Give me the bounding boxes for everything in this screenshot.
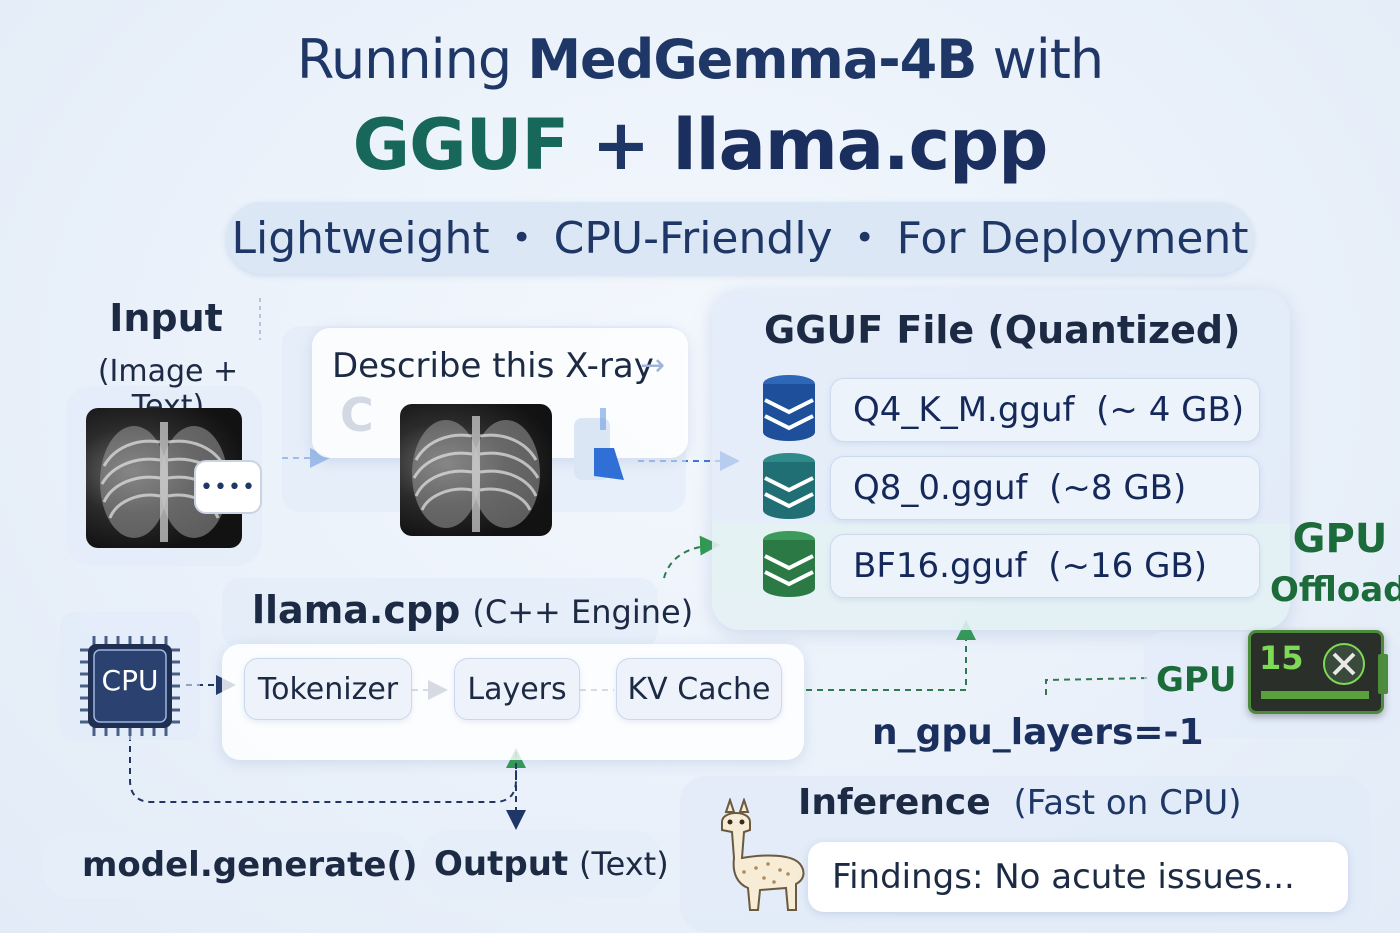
gpu-card-text: 15 <box>1259 639 1304 677</box>
database-icon <box>763 453 815 519</box>
tagline-separator: • <box>854 218 875 258</box>
gpu-fan-icon <box>1323 643 1365 685</box>
generate-label: model.generate() <box>82 845 418 885</box>
output-label-light: (Text) <box>578 845 669 883</box>
inference-result: Findings: No acute issues... <box>808 842 1348 912</box>
n-gpu-layers-label: n_gpu_layers=-1 <box>872 712 1204 753</box>
layers-stage[interactable]: Layers <box>454 658 580 720</box>
chat-bubble-icon: •••• <box>194 460 262 514</box>
file-size: (~8 GB) <box>1049 468 1187 508</box>
engine-title-bold: llama.cpp <box>252 588 461 632</box>
engine-title-panel <box>222 578 658 648</box>
gguf-panel-title: GGUF File (Quantized) <box>764 308 1241 352</box>
tagline-item: For Deployment <box>896 212 1249 264</box>
gguf-file-bf16[interactable]: BF16.gguf (~16 GB) <box>830 534 1260 598</box>
gpu-card-icon: 15 <box>1248 630 1384 714</box>
title-prefix: Running <box>296 28 528 91</box>
title-line-1: Running MedGemma-4B with <box>0 28 1400 91</box>
tagline-item: CPU-Friendly <box>553 212 833 264</box>
engine-title: llama.cpp (C++ Engine) <box>252 588 693 632</box>
gpu-offload-line1: GPU <box>1292 516 1388 562</box>
gpu-bracket <box>1378 654 1388 694</box>
bubble-dots: •••• <box>200 474 256 500</box>
cursor-icon <box>574 408 624 480</box>
cpu-label: CPU <box>101 664 159 697</box>
llama-icon <box>721 798 805 911</box>
tagline-separator: • <box>511 218 532 258</box>
cpu-chip-icon <box>80 636 180 736</box>
inference-title-light: (Fast on CPU) <box>1013 783 1242 823</box>
title-llama: llama.cpp <box>672 104 1049 186</box>
xray-image-prompt <box>400 404 552 536</box>
faded-letter: C <box>340 388 374 442</box>
file-name: BF16.gguf <box>853 546 1027 586</box>
output-label-bold: Output <box>434 844 569 884</box>
prompt-arrow-icon: → <box>640 348 666 383</box>
title-gguf: GGUF <box>352 104 570 186</box>
file-name: Q4_K_M.gguf <box>853 390 1075 430</box>
gpu-label: GPU <box>1156 660 1237 700</box>
title-model: MedGemma-4B <box>527 28 977 91</box>
file-name: Q8_0.gguf <box>853 468 1028 508</box>
inference-title-bold: Inference <box>798 782 991 823</box>
xray-image-input <box>86 408 242 548</box>
tagline-banner: Lightweight • CPU-Friendly • For Deploym… <box>226 202 1254 274</box>
title-line-2: GGUF + llama.cpp <box>0 104 1400 186</box>
generate-pill[interactable]: model.generate() <box>42 832 418 898</box>
gpu-offload-line2: Offload <box>1270 570 1400 610</box>
file-size: (~ 4 GB) <box>1096 390 1245 430</box>
kv-cache-stage[interactable]: KV Cache <box>616 658 782 720</box>
output-pill: Output (Text) <box>420 830 669 898</box>
database-icon <box>763 375 815 441</box>
database-icon <box>763 531 815 597</box>
title-plus: + <box>568 104 673 186</box>
input-title: Input <box>109 296 223 340</box>
gguf-file-q4[interactable]: Q4_K_M.gguf (~ 4 GB) <box>830 378 1260 442</box>
gguf-file-q8[interactable]: Q8_0.gguf (~8 GB) <box>830 456 1260 520</box>
tokenizer-stage[interactable]: Tokenizer <box>244 658 412 720</box>
file-size: (~16 GB) <box>1048 546 1208 586</box>
gpu-card-pins <box>1261 691 1369 699</box>
tagline-item: Lightweight <box>231 212 490 264</box>
engine-title-light: (C++ Engine) <box>472 593 694 631</box>
prompt-text: Describe this X-ray <box>332 346 654 386</box>
title-suffix: with <box>976 28 1105 91</box>
inference-title: Inference (Fast on CPU) <box>798 782 1242 823</box>
